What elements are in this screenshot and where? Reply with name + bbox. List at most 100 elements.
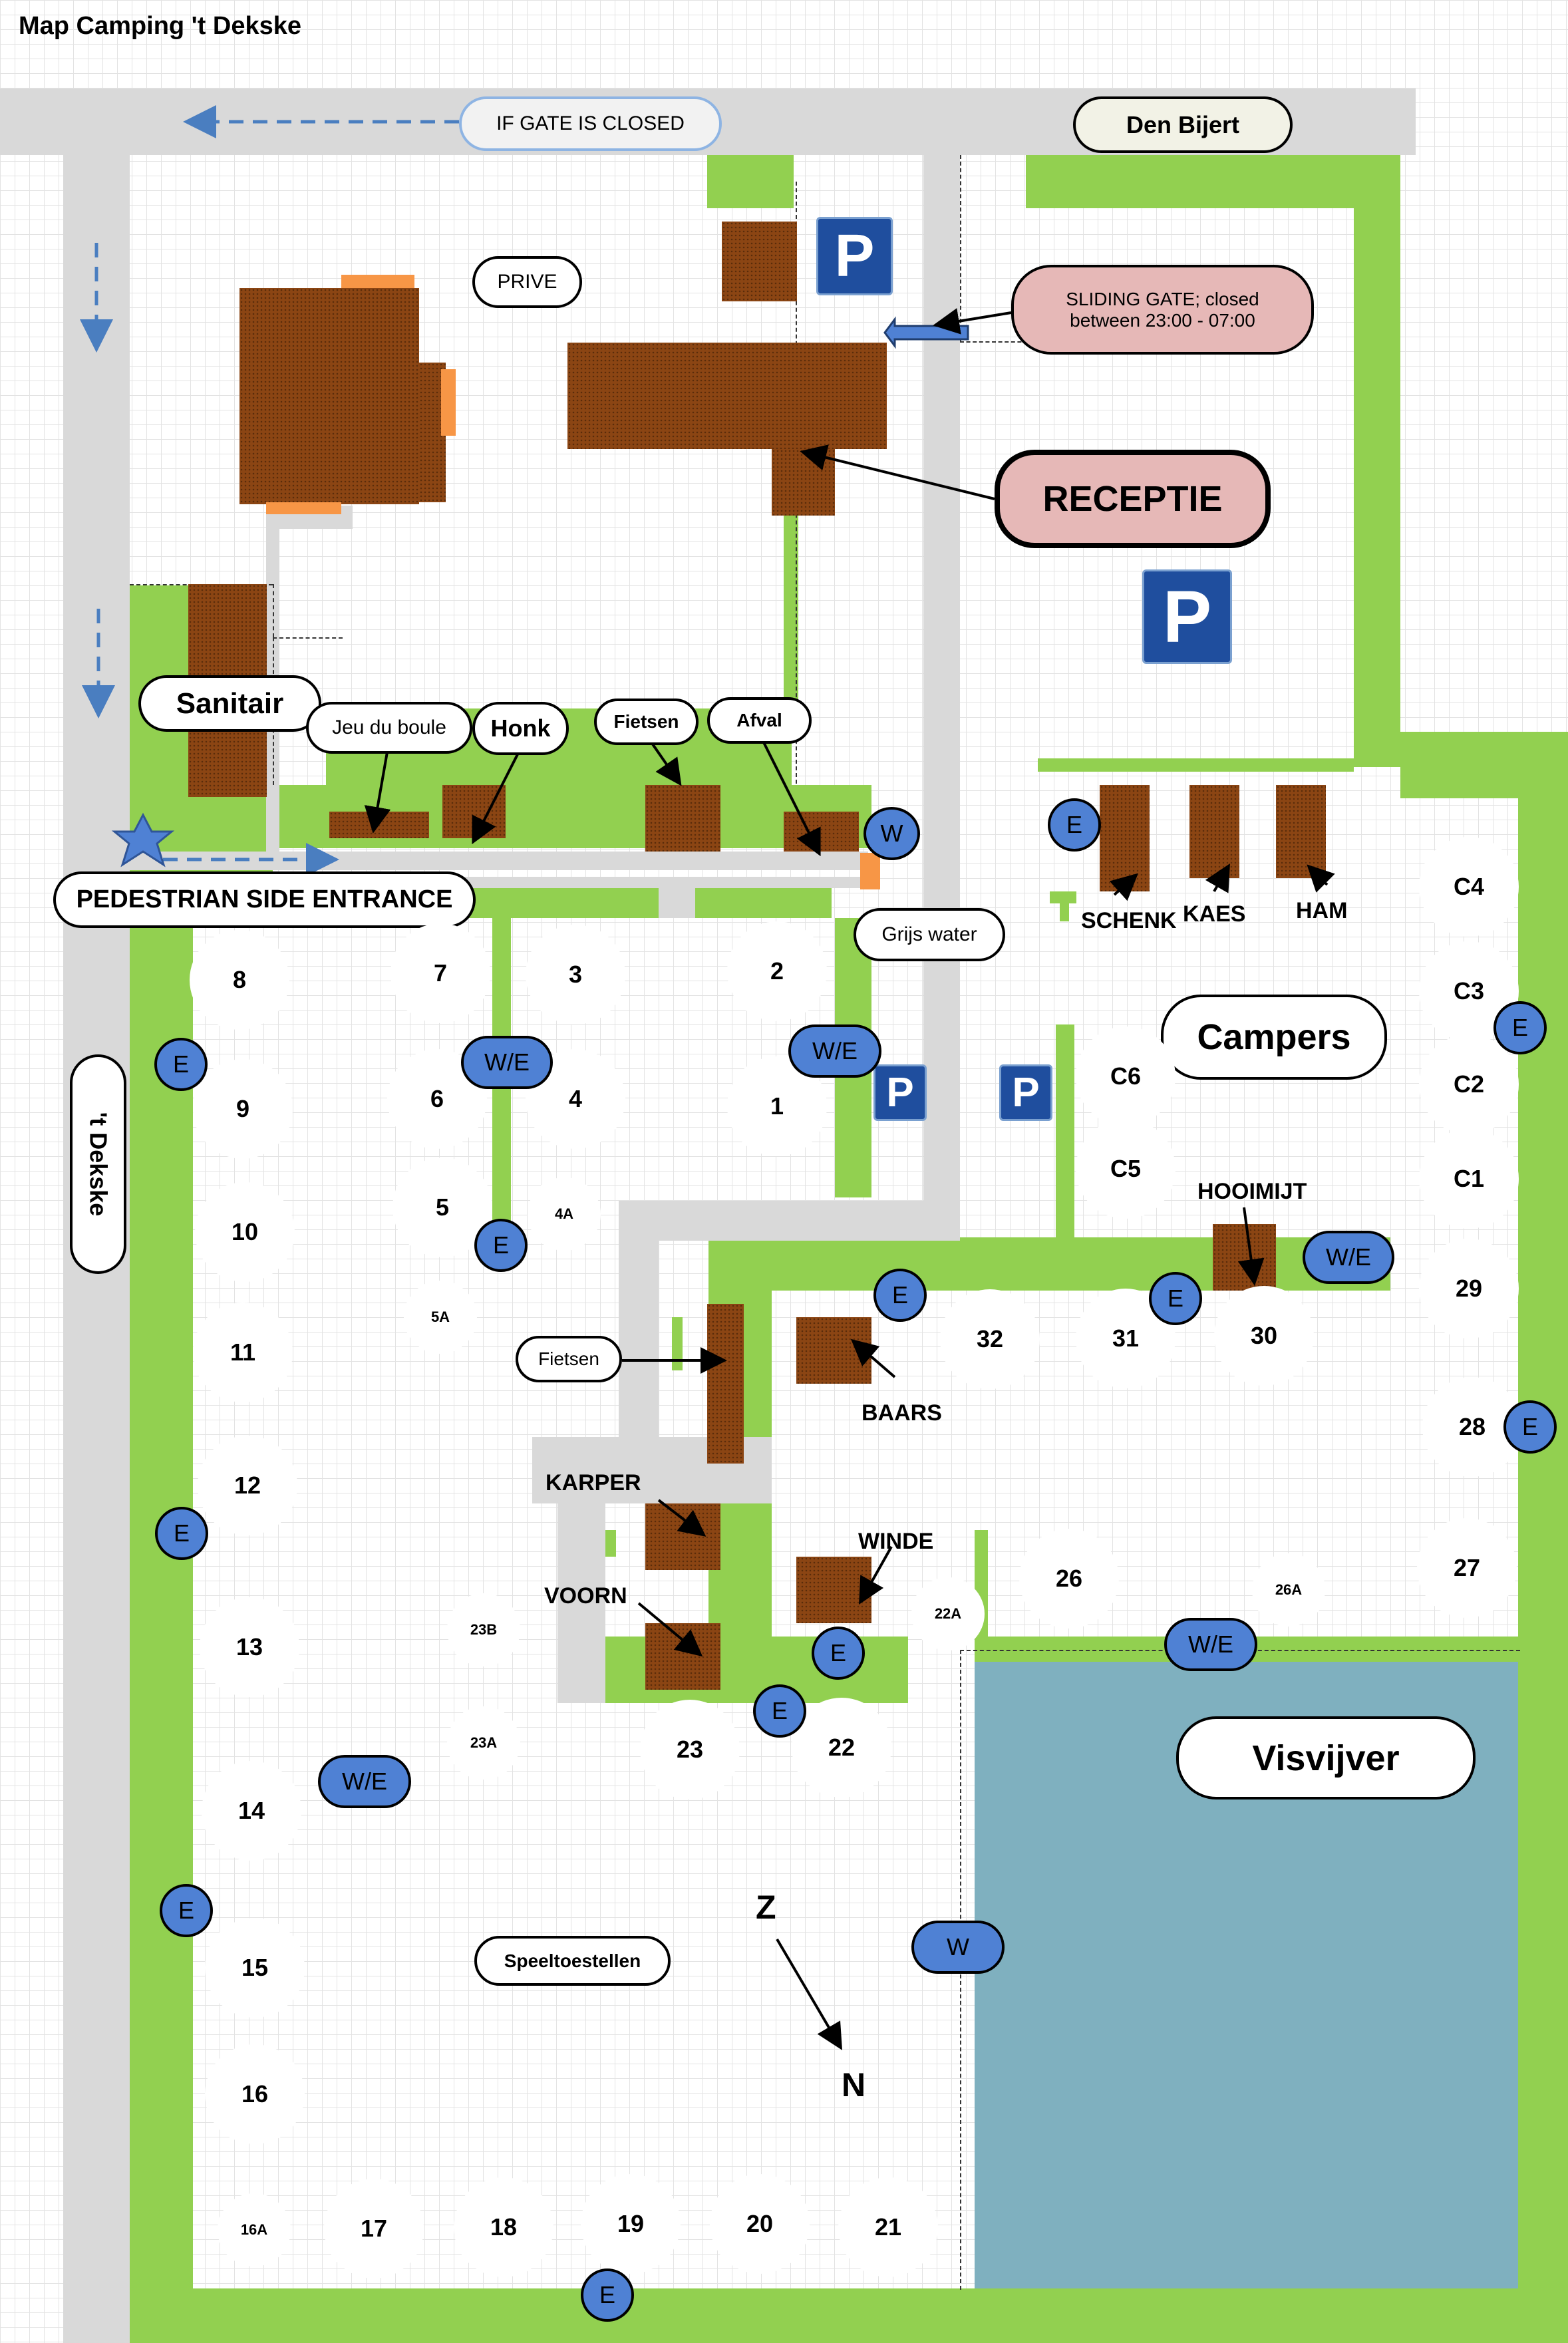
electric-point-3: E <box>474 1219 528 1272</box>
building-shed-top <box>722 222 797 301</box>
parking-symbol: P <box>834 222 875 289</box>
green-hooimijt-strip <box>708 1237 1390 1291</box>
path-stub <box>659 888 695 918</box>
pitch-26a[interactable]: 26A <box>1252 1553 1325 1627</box>
house-orange-bottom <box>266 502 341 514</box>
voorn-label: VOORN <box>544 1583 627 1609</box>
dekske-text: 't Dekske <box>84 1112 112 1217</box>
pitch-19[interactable]: 19 <box>581 2174 681 2274</box>
pitch-21[interactable]: 21 <box>838 2177 938 2277</box>
left-green-border <box>130 895 193 2343</box>
house-orange-top <box>341 275 414 288</box>
house-orange-side <box>441 369 456 436</box>
parking-mid-right: P <box>999 1064 1052 1121</box>
pitch-16a[interactable]: 16A <box>218 2193 291 2266</box>
sanitair-text: Sanitair <box>176 687 284 720</box>
grijs-water-point <box>860 853 880 889</box>
reception-text: RECEPTIE <box>1042 479 1223 519</box>
pitch-13[interactable]: 13 <box>200 1597 299 1697</box>
top-green-strip-right <box>1026 155 1354 208</box>
pitch-26[interactable]: 26 <box>1019 1529 1119 1629</box>
pitch-c6[interactable]: C6 <box>1076 1026 1176 1126</box>
map-title: Map Camping 't Dekske <box>19 12 302 40</box>
pitch-22a[interactable]: 22A <box>911 1577 985 1650</box>
electric-point-10: E <box>753 1684 806 1738</box>
top-green-strip-left <box>707 155 794 208</box>
sanitair-sign: Sanitair <box>138 675 321 732</box>
pitch-c5[interactable]: C5 <box>1076 1119 1176 1219</box>
bottom-green-border <box>130 2288 1568 2343</box>
pitch-27[interactable]: 27 <box>1417 1518 1517 1618</box>
water-electric-2: W/E <box>788 1024 881 1078</box>
ham-cabin <box>1276 785 1326 878</box>
grijs-water-sign: Grijs water <box>854 908 1005 961</box>
path-junction <box>619 1201 960 1241</box>
pitch-15[interactable]: 15 <box>205 1918 305 2018</box>
pitch-16[interactable]: 16 <box>205 2044 305 2144</box>
fietsen-mid-text: Fietsen <box>538 1348 599 1369</box>
pitch-12[interactable]: 12 <box>198 1436 297 1535</box>
electric-point-1: E <box>1048 798 1101 852</box>
visvijver-sign: Visvijver <box>1176 1716 1476 1799</box>
pitch-5a[interactable]: 5A <box>404 1281 477 1354</box>
pitch-23a[interactable]: 23A <box>447 1706 520 1780</box>
road-sign-dekske: 't Dekske <box>70 1054 126 1274</box>
sliding-gate-sign: SLIDING GATE; closed between 23:00 - 07:… <box>1011 265 1314 355</box>
house-main <box>239 288 419 504</box>
den-bijert-text: Den Bijert <box>1126 110 1240 138</box>
pitch-c4[interactable]: C4 <box>1419 837 1519 937</box>
electric-point-9: E <box>812 1627 865 1680</box>
pitch-30[interactable]: 30 <box>1214 1286 1314 1386</box>
parking-symbol: P <box>1012 1070 1040 1116</box>
pitch-14[interactable]: 14 <box>202 1761 301 1861</box>
pitch-7[interactable]: 7 <box>391 923 490 1023</box>
pitch-c2[interactable]: C2 <box>1419 1034 1519 1134</box>
karper-label: KARPER <box>546 1470 641 1495</box>
speeltoestellen-text: Speeltoestellen <box>504 1950 641 1971</box>
pitch-20[interactable]: 20 <box>710 2174 810 2274</box>
pitch-32[interactable]: 32 <box>940 1289 1040 1389</box>
pitch-11[interactable]: 11 <box>193 1303 293 1402</box>
pitch-10[interactable]: 10 <box>195 1182 295 1282</box>
baars-label: BAARS <box>862 1400 942 1426</box>
afval-building <box>784 812 859 852</box>
pitch-29[interactable]: 29 <box>1419 1239 1519 1338</box>
grijs-water-text: Grijs water <box>881 923 977 945</box>
pitch-18[interactable]: 18 <box>454 2177 553 2277</box>
pitch-9[interactable]: 9 <box>193 1059 293 1159</box>
visvijver-text: Visvijver <box>1252 1738 1400 1778</box>
water-electric-4: W/E <box>1164 1618 1257 1671</box>
green-small-2 <box>605 1530 616 1557</box>
compass-n: N <box>842 2066 866 2104</box>
sliding-gate-line1: SLIDING GATE; closed <box>1066 288 1259 309</box>
schenk-label: SCHENK <box>1081 908 1177 933</box>
pitch-3[interactable]: 3 <box>526 925 625 1024</box>
afval-text: Afval <box>736 710 782 730</box>
pedestrian-entrance-sign: PEDESTRIAN SIDE ENTRANCE <box>53 871 476 928</box>
campers-sign: Campers <box>1161 995 1387 1080</box>
electric-point-8: E <box>155 1507 208 1560</box>
electric-point-11: E <box>160 1884 213 1937</box>
compass-z: Z <box>756 1889 776 1926</box>
pitch-23b[interactable]: 23B <box>447 1593 520 1666</box>
pitch-23[interactable]: 23 <box>640 1700 740 1799</box>
reception-sign: RECEPTIE <box>995 450 1271 548</box>
green-strip-campers <box>1056 1024 1074 1237</box>
afval-sign: Afval <box>707 697 812 744</box>
pitch-22[interactable]: 22 <box>792 1698 891 1797</box>
electric-point-6: E <box>1493 1001 1547 1054</box>
pitch-c1[interactable]: C1 <box>1419 1129 1519 1229</box>
water-electric-5: W/E <box>318 1755 411 1808</box>
pitch-17[interactable]: 17 <box>324 2179 424 2278</box>
gate-closed-sign: IF GATE IS CLOSED <box>459 96 722 151</box>
pitch-8[interactable]: 8 <box>190 930 289 1030</box>
water-electric-3: W/E <box>1303 1231 1394 1284</box>
electric-point-12: E <box>581 2268 634 2322</box>
jeu-du-boule-sign: Jeu du boule <box>306 702 472 754</box>
fietsen-mid-shed <box>707 1304 744 1464</box>
water-point-1: W <box>863 807 920 860</box>
pitch-2[interactable]: 2 <box>727 921 827 1021</box>
pitch-4a[interactable]: 4A <box>528 1177 601 1251</box>
